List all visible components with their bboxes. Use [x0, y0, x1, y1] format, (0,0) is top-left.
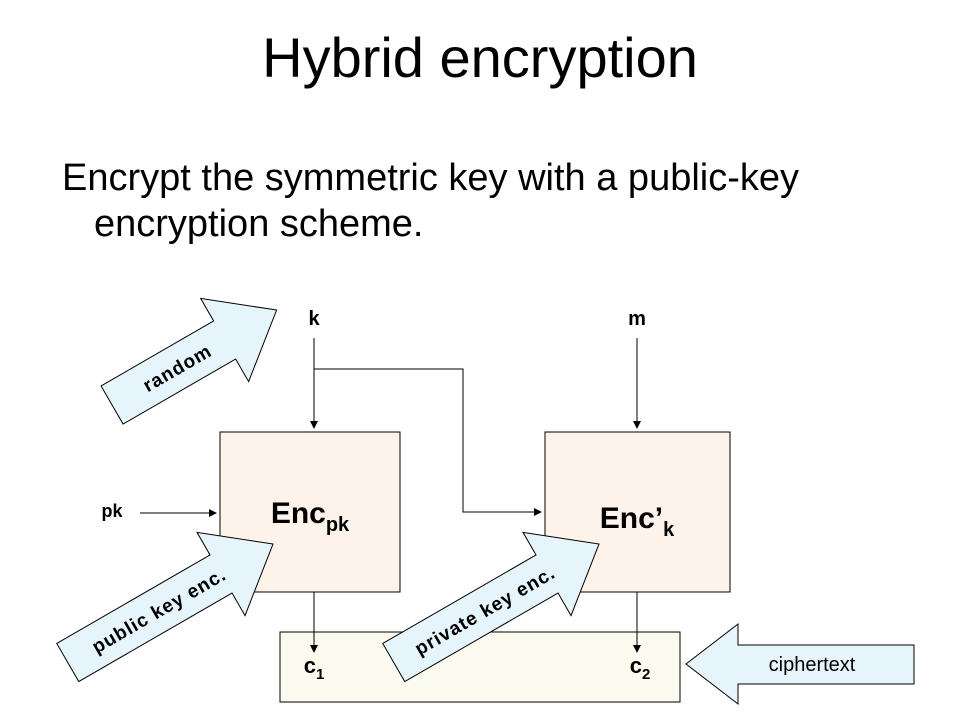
c2-subscript: 2 [642, 666, 650, 683]
ciphertext-callout-label: ciphertext [769, 654, 856, 676]
c2-main: c [630, 653, 642, 678]
ciphertext-output-box [279, 631, 681, 703]
c1-main: c [304, 653, 316, 678]
input-m-label: m [628, 308, 646, 330]
k-to-enc-k-arrow [314, 368, 542, 516]
enc-k-subscript: k [663, 519, 675, 541]
input-pk-label: pk [101, 501, 123, 521]
enc-pk-label: Encpk [271, 497, 350, 536]
random-callout-arrow: random [100, 297, 278, 425]
enc-pk-main: Enc [271, 497, 326, 530]
enc-k-main: Enc’ [600, 502, 663, 535]
slide-title: Hybrid encryption [262, 26, 698, 89]
subtitle-line-1: Encrypt the symmetric key with a public-… [62, 157, 800, 199]
input-k-label: k [308, 308, 320, 330]
slide-subtitle: Encrypt the symmetric key with a public-… [62, 155, 922, 247]
enc-pk-subscript: pk [326, 514, 350, 536]
enc-k-label: Enc’k [600, 502, 675, 541]
c1-subscript: 1 [316, 666, 324, 683]
output-c1-label: c1 [304, 653, 325, 683]
public-key-enc-callout-label: public key enc. [89, 564, 230, 658]
ciphertext-callout-arrow: ciphertext [685, 622, 915, 706]
output-c2-label: c2 [630, 653, 651, 683]
subtitle-line-2: encryption scheme. [94, 203, 424, 245]
